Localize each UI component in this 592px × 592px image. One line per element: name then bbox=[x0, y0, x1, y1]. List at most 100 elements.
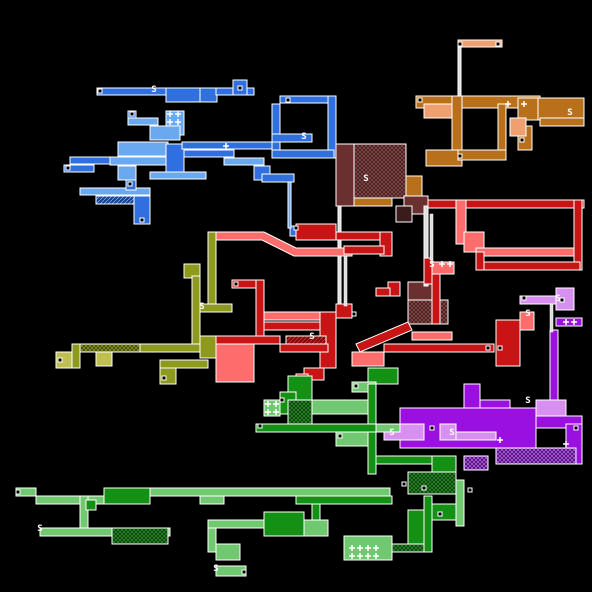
map-room[interactable] bbox=[423, 205, 429, 287]
map-room[interactable] bbox=[407, 471, 457, 495]
map-room[interactable] bbox=[207, 231, 217, 313]
map-room[interactable] bbox=[295, 223, 337, 241]
item-icon[interactable] bbox=[273, 409, 279, 415]
map-room[interactable] bbox=[69, 156, 111, 165]
door-icon[interactable] bbox=[57, 357, 63, 363]
map-room[interactable] bbox=[495, 319, 521, 367]
map-room[interactable] bbox=[255, 279, 265, 337]
elevator-icon[interactable] bbox=[343, 255, 348, 307]
map-room[interactable] bbox=[207, 527, 217, 553]
elevator-icon[interactable] bbox=[549, 303, 554, 333]
door-icon[interactable] bbox=[573, 425, 579, 431]
item-icon[interactable] bbox=[357, 553, 363, 559]
door-icon[interactable] bbox=[417, 97, 423, 103]
map-room[interactable] bbox=[475, 247, 577, 257]
map-room[interactable] bbox=[519, 311, 535, 331]
item-icon[interactable] bbox=[373, 553, 379, 559]
item-icon[interactable] bbox=[349, 553, 355, 559]
map-room[interactable] bbox=[407, 299, 449, 325]
map-room[interactable] bbox=[375, 423, 401, 433]
map-room[interactable] bbox=[457, 149, 507, 161]
map-room[interactable] bbox=[509, 117, 527, 137]
item-icon[interactable] bbox=[365, 545, 371, 551]
map-room[interactable] bbox=[327, 95, 337, 159]
map-room[interactable] bbox=[455, 479, 465, 527]
item-icon[interactable] bbox=[167, 119, 173, 125]
map-room[interactable] bbox=[285, 335, 327, 345]
map-corridor[interactable] bbox=[355, 321, 413, 353]
door-icon[interactable] bbox=[97, 88, 103, 94]
map-room[interactable] bbox=[279, 343, 329, 353]
map-room[interactable] bbox=[255, 423, 377, 433]
item-icon[interactable] bbox=[373, 545, 379, 551]
door-icon[interactable] bbox=[401, 481, 407, 487]
door-icon[interactable] bbox=[129, 111, 135, 117]
map-room[interactable] bbox=[395, 205, 413, 223]
map-corridor[interactable] bbox=[215, 231, 353, 257]
save-station-icon[interactable]: S bbox=[525, 396, 530, 406]
item-icon[interactable] bbox=[167, 111, 173, 117]
save-station-icon[interactable]: S bbox=[449, 428, 454, 438]
map-room[interactable] bbox=[475, 251, 485, 271]
map-room[interactable] bbox=[271, 149, 335, 159]
map-room[interactable] bbox=[549, 329, 559, 411]
item-icon[interactable] bbox=[521, 101, 527, 107]
map-room[interactable] bbox=[199, 303, 233, 313]
map-room[interactable] bbox=[199, 495, 225, 505]
map-room[interactable] bbox=[351, 197, 393, 207]
map-room[interactable] bbox=[423, 103, 455, 119]
map-room[interactable] bbox=[79, 343, 141, 353]
save-station-icon[interactable]: S bbox=[213, 564, 218, 574]
item-icon[interactable] bbox=[439, 261, 445, 267]
item-icon[interactable] bbox=[357, 545, 363, 551]
map-room[interactable] bbox=[85, 499, 97, 511]
map-room[interactable] bbox=[457, 46, 462, 98]
map-room[interactable] bbox=[149, 125, 181, 141]
map-room[interactable] bbox=[431, 503, 457, 521]
map-room[interactable] bbox=[261, 173, 295, 183]
map-room[interactable] bbox=[215, 335, 281, 345]
map-room[interactable] bbox=[457, 39, 503, 48]
map-room[interactable] bbox=[411, 331, 453, 341]
map-room[interactable] bbox=[71, 343, 81, 369]
map-room[interactable] bbox=[117, 141, 169, 157]
item-icon[interactable] bbox=[349, 545, 355, 551]
save-station-icon[interactable]: S bbox=[199, 302, 204, 312]
map-room[interactable] bbox=[537, 97, 585, 121]
map-room[interactable] bbox=[311, 503, 321, 521]
map-room[interactable] bbox=[427, 199, 585, 209]
save-station-icon[interactable]: S bbox=[301, 132, 306, 142]
save-station-icon[interactable]: S bbox=[151, 85, 156, 95]
door-icon[interactable] bbox=[467, 487, 473, 493]
door-icon[interactable] bbox=[337, 433, 343, 439]
door-icon[interactable] bbox=[429, 425, 435, 431]
map-room[interactable] bbox=[423, 495, 433, 553]
door-icon[interactable] bbox=[15, 489, 21, 495]
door-icon[interactable] bbox=[457, 41, 463, 47]
map-room[interactable] bbox=[495, 447, 577, 465]
door-icon[interactable] bbox=[279, 397, 285, 403]
map-room[interactable] bbox=[165, 87, 203, 103]
item-icon[interactable] bbox=[265, 401, 271, 407]
save-station-icon[interactable]: S bbox=[309, 332, 314, 342]
door-icon[interactable] bbox=[241, 569, 247, 575]
door-icon[interactable] bbox=[457, 153, 463, 159]
map-room[interactable] bbox=[463, 231, 485, 253]
save-station-icon[interactable]: S bbox=[567, 108, 572, 118]
map-room[interactable] bbox=[117, 165, 137, 181]
item-icon[interactable] bbox=[265, 409, 271, 415]
door-icon[interactable] bbox=[127, 181, 133, 187]
map-room[interactable] bbox=[425, 149, 463, 167]
item-icon[interactable] bbox=[175, 111, 181, 117]
item-icon[interactable] bbox=[223, 143, 229, 149]
map-room[interactable] bbox=[207, 519, 265, 529]
save-station-icon[interactable]: S bbox=[555, 294, 560, 304]
item-icon[interactable] bbox=[563, 441, 569, 447]
door-icon[interactable] bbox=[559, 297, 565, 303]
item-icon[interactable] bbox=[447, 261, 453, 267]
map-room[interactable] bbox=[111, 527, 169, 545]
door-icon[interactable] bbox=[233, 281, 239, 287]
map-room[interactable] bbox=[351, 351, 385, 367]
map-room[interactable] bbox=[539, 117, 585, 127]
save-station-icon[interactable]: S bbox=[363, 174, 368, 184]
